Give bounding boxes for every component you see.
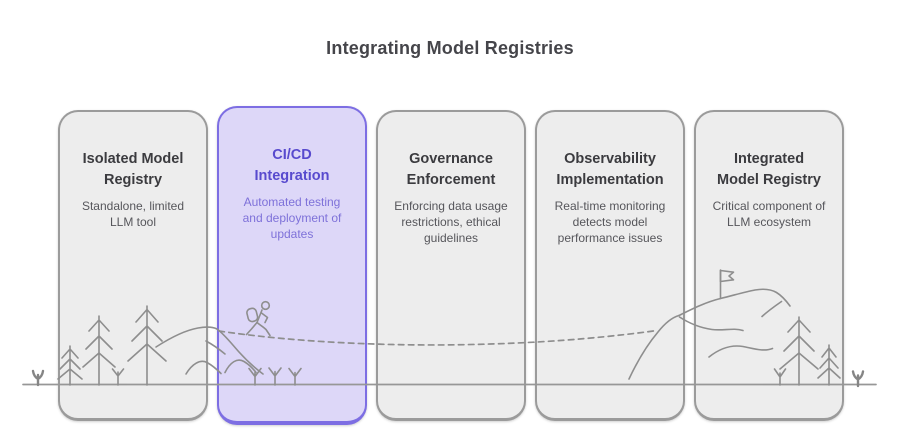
page-title: Integrating Model Registries — [326, 38, 574, 58]
card-title: Integrated Model Registry — [717, 151, 821, 188]
card-governance-enforcement: Governance Enforcement Enforcing data us… — [376, 110, 526, 421]
card-observability-implementation: Observability Implementation Real-time m… — [535, 110, 685, 421]
card-title: Governance Enforcement — [406, 151, 496, 188]
card-description: Critical component of LLM ecosystem — [712, 199, 826, 229]
card-title: Observability Implementation — [556, 151, 664, 188]
stage-cards-row: Isolated Model Registry Standalone, limi… — [58, 106, 844, 425]
card-description: Standalone, limited LLM tool — [81, 199, 185, 229]
grass-tuft-right-icon — [851, 370, 865, 388]
card-cicd-integration: CI/CD Integration Automated testing and … — [217, 106, 367, 425]
card-description: Real-time monitoring detects model perfo… — [554, 199, 666, 245]
grass-tuft-left-icon — [31, 369, 45, 387]
card-title: Isolated Model Registry — [82, 151, 184, 188]
card-title: CI/CD Integration — [254, 147, 330, 184]
card-isolated-model-registry: Isolated Model Registry Standalone, limi… — [58, 110, 208, 421]
card-integrated-model-registry: Integrated Model Registry Critical compo… — [694, 110, 844, 421]
card-description: Enforcing data usage restrictions, ethic… — [394, 199, 508, 245]
card-description: Automated testing and deployment of upda… — [242, 195, 342, 241]
